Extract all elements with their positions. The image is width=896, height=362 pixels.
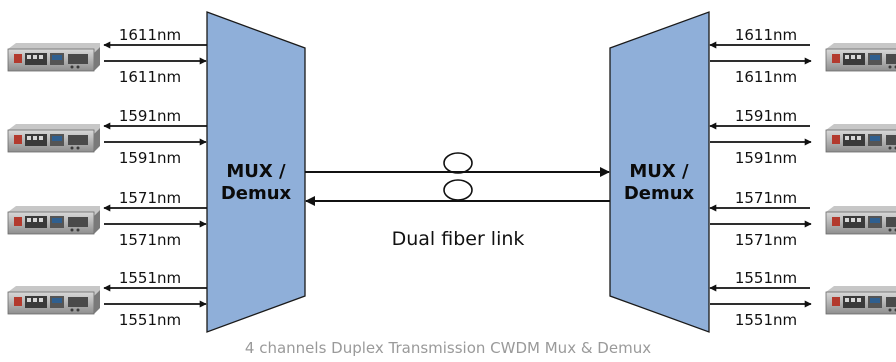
network-device-icon bbox=[825, 42, 896, 72]
network-device-icon bbox=[825, 205, 896, 235]
left-mux-label-line2: Demux bbox=[221, 183, 292, 204]
dual-fiber-link-label: Dual fiber link bbox=[392, 228, 525, 250]
right-wavelength-label-top: 1551nm bbox=[735, 269, 797, 287]
right-mux-label-line1: MUX / bbox=[629, 161, 689, 182]
right-wavelength-label-bottom: 1571nm bbox=[735, 231, 797, 249]
left-wavelength-label-top: 1591nm bbox=[119, 107, 181, 125]
right-mux-label-line2: Demux bbox=[624, 183, 695, 204]
left-wavelength-label-top: 1611nm bbox=[119, 26, 181, 44]
left-wavelength-label-top: 1571nm bbox=[119, 189, 181, 207]
left-wavelength-label-bottom: 1571nm bbox=[119, 231, 181, 249]
right-wavelength-label-bottom: 1611nm bbox=[735, 68, 797, 86]
fiber-coil-icon bbox=[443, 179, 473, 201]
channel-groups: 1611nm 1611nm 1611nm 1611nm 1591nm 1591nm 1591… bbox=[7, 26, 896, 329]
right-wavelength-label-top: 1591nm bbox=[735, 107, 797, 125]
network-device-icon bbox=[7, 42, 101, 72]
left-wavelength-label-bottom: 1551nm bbox=[119, 311, 181, 329]
right-mux-demux-block bbox=[609, 11, 710, 333]
left-mux-label-line1: MUX / bbox=[226, 161, 286, 182]
network-device-icon bbox=[825, 285, 896, 315]
network-device-icon bbox=[7, 285, 101, 315]
left-wavelength-label-top: 1551nm bbox=[119, 269, 181, 287]
right-wavelength-label-bottom: 1591nm bbox=[735, 149, 797, 167]
right-wavelength-label-bottom: 1551nm bbox=[735, 311, 797, 329]
network-device-icon bbox=[7, 205, 101, 235]
diagram-caption: 4 channels Duplex Transmission CWDM Mux … bbox=[245, 339, 651, 357]
network-device-icon bbox=[825, 123, 896, 153]
right-wavelength-label-top: 1571nm bbox=[735, 189, 797, 207]
network-device-icon bbox=[7, 123, 101, 153]
right-wavelength-label-top: 1611nm bbox=[735, 26, 797, 44]
left-mux-demux-block bbox=[206, 11, 306, 333]
left-wavelength-label-bottom: 1591nm bbox=[119, 149, 181, 167]
left-wavelength-label-bottom: 1611nm bbox=[119, 68, 181, 86]
fiber-coil-icon bbox=[443, 152, 473, 174]
